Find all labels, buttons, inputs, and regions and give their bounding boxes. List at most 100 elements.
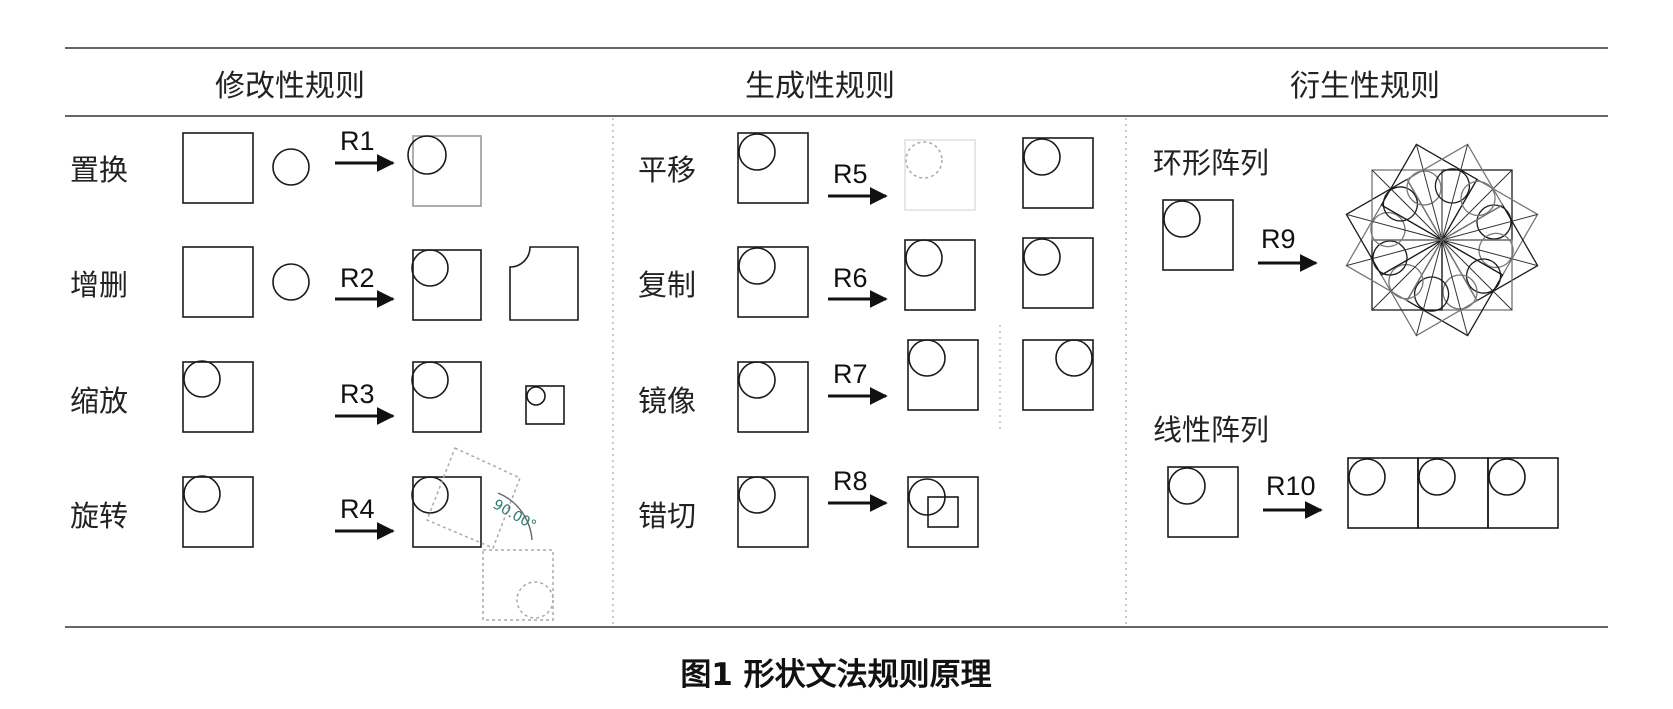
header-modify: 修改性规则 xyxy=(215,69,365,104)
row-label-mirror: 镜像 xyxy=(638,384,696,418)
input-circle xyxy=(183,360,221,398)
row-label-add-delete: 增删 xyxy=(70,268,128,302)
row-label-replace: 置换 xyxy=(70,153,128,187)
rotated-square-lower xyxy=(482,549,554,621)
rule-label-r9: R9 xyxy=(1261,224,1296,254)
copy-circle-a xyxy=(905,239,943,277)
input-square xyxy=(737,476,809,548)
rule-label-r7: R7 xyxy=(833,359,868,389)
array-copy xyxy=(1371,169,1443,241)
output-square xyxy=(412,476,482,548)
array-copy xyxy=(1345,178,1443,276)
row-label-shear: 错切 xyxy=(638,499,696,533)
mirror-circle-right xyxy=(1055,339,1093,377)
shear-inner-square xyxy=(927,496,959,528)
array-spoke xyxy=(1415,239,1443,336)
array-spoke xyxy=(1441,213,1538,241)
input-square xyxy=(1167,466,1239,538)
rule-row-circular-array: 环形阵列 R9 xyxy=(1153,143,1539,337)
output-circle xyxy=(411,361,449,399)
header-derive: 衍生性规则 xyxy=(1290,69,1440,104)
rule-label-r8: R8 xyxy=(833,466,868,496)
array-spoke xyxy=(1415,144,1443,241)
translated-circle xyxy=(1023,138,1061,176)
row-label-linear-array: 线性阵列 xyxy=(1153,413,1269,447)
input-circle xyxy=(272,263,310,301)
array-square xyxy=(1406,143,1504,241)
output-square xyxy=(412,361,482,433)
input-square xyxy=(182,132,254,204)
input-square xyxy=(182,476,254,548)
row-label-copy: 复制 xyxy=(638,268,696,302)
input-circle xyxy=(738,133,776,171)
array-spoke xyxy=(1371,169,1443,241)
input-circle xyxy=(1168,467,1206,505)
array-circle xyxy=(1460,180,1496,217)
array-spoke xyxy=(1346,239,1443,267)
row-label-circular-array: 环形阵列 xyxy=(1153,146,1269,180)
rotation-annotation: 90.00° xyxy=(490,497,539,534)
rule-row-mirror: 镜像 R7 xyxy=(638,325,1094,433)
rule-row-rotate: 旋转 R4 90.00° xyxy=(70,446,554,621)
rule-label-r4: R4 xyxy=(340,494,375,524)
array-square xyxy=(1380,143,1478,241)
copy-square-a xyxy=(904,239,976,311)
rule-label-r3: R3 xyxy=(340,379,375,409)
array-spoke xyxy=(1441,239,1469,336)
rotation-arc xyxy=(497,492,533,541)
output-circle xyxy=(407,135,447,175)
rotated-ghost-square xyxy=(426,446,521,549)
input-circle xyxy=(738,361,776,399)
mirror-circle-left xyxy=(908,339,946,377)
array-circle-2 xyxy=(1418,458,1456,496)
scaled-circle xyxy=(526,386,546,406)
input-square xyxy=(737,246,809,318)
rule-row-translate: 平移 R5 xyxy=(638,132,1094,211)
copy-circle-b xyxy=(1023,238,1061,276)
header-generate: 生成性规则 xyxy=(745,69,895,104)
input-square xyxy=(182,246,254,318)
translated-ghost-circle xyxy=(905,141,943,179)
shear-outer-square xyxy=(907,476,979,548)
array-square-3 xyxy=(1487,457,1559,529)
translated-square xyxy=(1022,137,1094,209)
input-square xyxy=(182,361,254,433)
array-copy xyxy=(1406,143,1504,241)
array-spoke xyxy=(1346,213,1443,241)
array-circle-1 xyxy=(1348,458,1386,496)
input-circle xyxy=(183,475,221,513)
row-label-scale: 缩放 xyxy=(70,384,128,418)
input-square xyxy=(1162,199,1234,271)
rule-row-replace: 置换 R1 xyxy=(70,126,482,207)
row-label-rotate: 旋转 xyxy=(70,499,128,533)
rule-row-copy: 复制 R6 xyxy=(638,237,1094,318)
array-copy xyxy=(1441,204,1539,302)
output-square xyxy=(412,249,482,321)
rule-row-add-delete: 增删 R2 xyxy=(70,246,579,321)
array-copy xyxy=(1441,239,1513,311)
rule-label-r2: R2 xyxy=(340,263,375,293)
rule-row-linear-array: 线性阵列 R10 xyxy=(1153,413,1559,538)
circular-array-pattern xyxy=(1345,143,1539,337)
output-circle xyxy=(411,249,449,287)
input-circle xyxy=(272,148,310,186)
row-label-translate: 平移 xyxy=(638,153,696,187)
array-spoke xyxy=(1441,239,1513,311)
rule-label-r10: R10 xyxy=(1266,471,1316,501)
scaled-square xyxy=(525,385,565,425)
array-square xyxy=(1371,169,1443,241)
array-circle-3 xyxy=(1488,458,1526,496)
input-circle xyxy=(738,247,776,285)
input-circle xyxy=(738,476,776,514)
array-spoke xyxy=(1441,239,1538,267)
array-spoke xyxy=(1371,239,1443,311)
figure-caption: 图1 形状文法规则原理 xyxy=(680,657,991,693)
input-circle xyxy=(1163,200,1201,238)
rule-row-shear: 错切 R8 xyxy=(638,466,979,548)
array-spoke xyxy=(1441,169,1513,241)
notched-square xyxy=(509,246,579,321)
input-square xyxy=(737,132,809,204)
rotated-circle-lower xyxy=(516,581,554,619)
rule-label-r1: R1 xyxy=(340,126,375,156)
